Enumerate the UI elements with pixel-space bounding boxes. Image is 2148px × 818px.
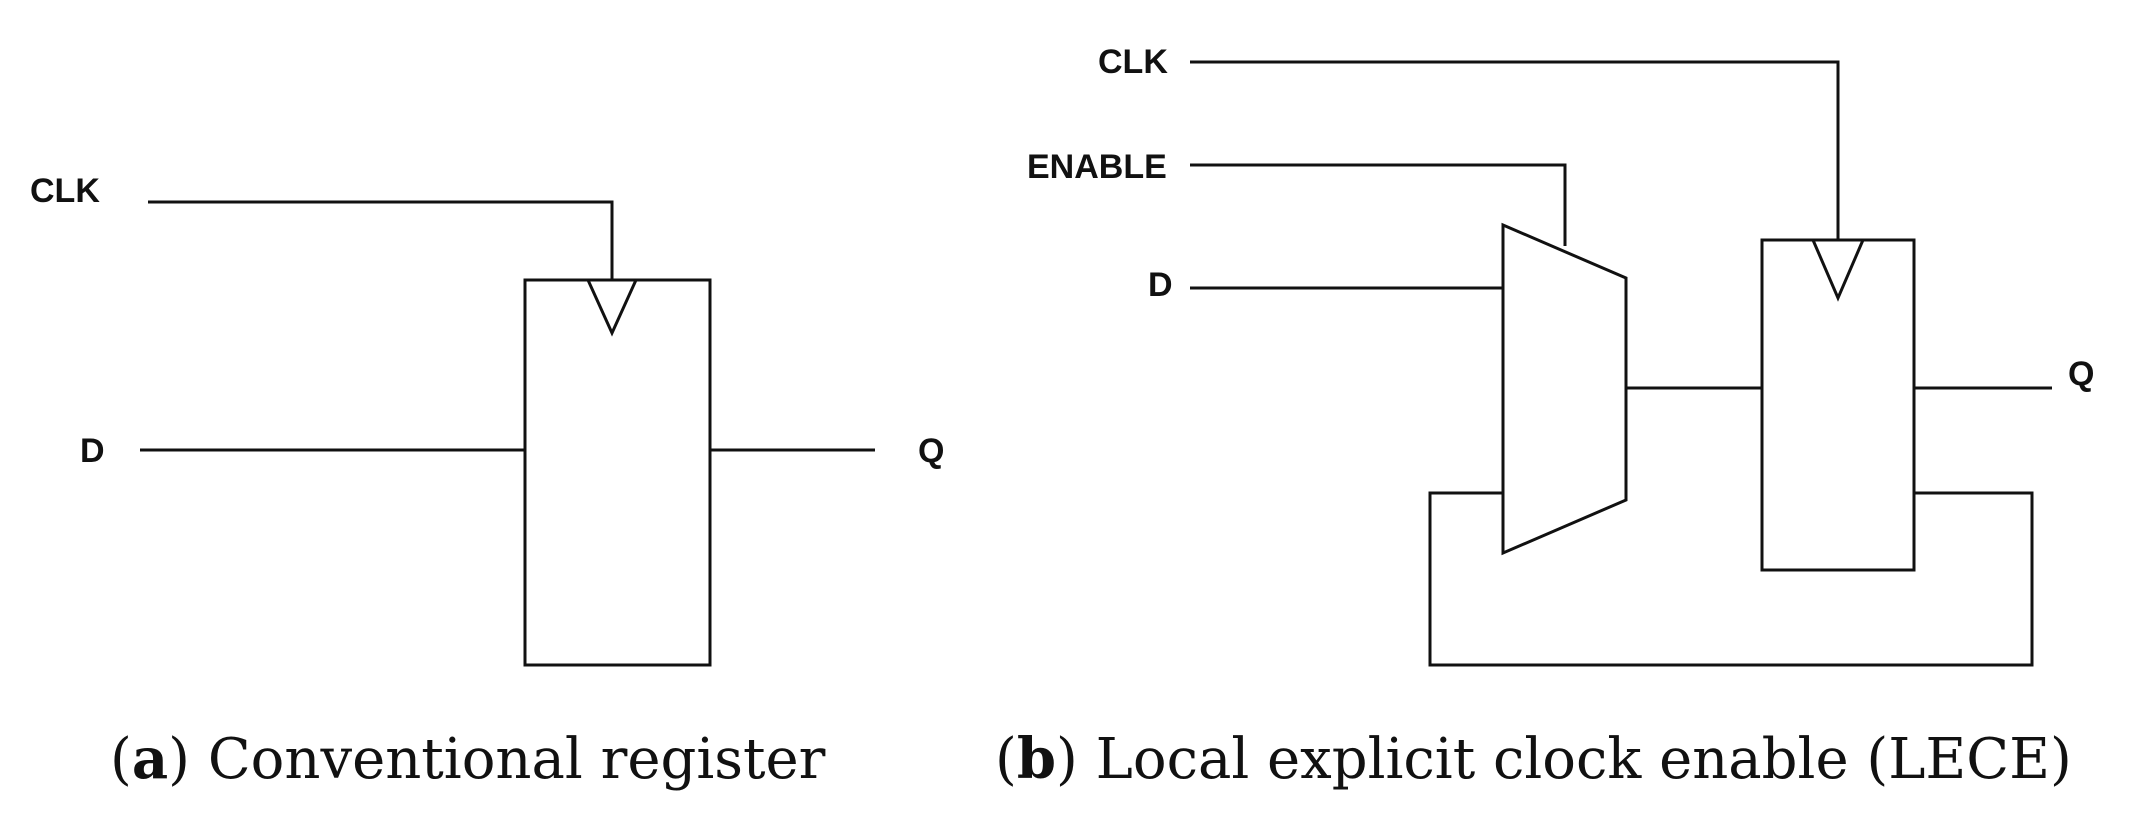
clk-wire-a xyxy=(148,200,614,280)
caption-b: (b) Local explicit clock enable (LECE) xyxy=(995,726,2072,792)
d-label-a: D xyxy=(80,432,105,470)
clk-label-b: CLK xyxy=(1098,43,1168,81)
q-label-a: Q xyxy=(918,432,944,470)
register-a xyxy=(523,278,712,667)
clock-edge-triangle-a xyxy=(586,279,638,337)
feedback-wire xyxy=(1428,491,2034,667)
clk-wire-b xyxy=(1190,60,1840,240)
multiplexer xyxy=(1501,222,1628,556)
caption-a: (a) Conventional register xyxy=(110,726,826,792)
enable-label-b: ENABLE xyxy=(1027,148,1167,186)
clk-label-a: CLK xyxy=(30,172,100,210)
panel-b: CLK ENABLE D Q xyxy=(1027,43,2094,667)
register-b xyxy=(1760,238,1916,572)
enable-wire-b xyxy=(1190,163,1567,246)
d-label-b: D xyxy=(1148,266,1173,304)
panel-a: CLK D Q xyxy=(30,172,944,667)
clock-edge-triangle-b xyxy=(1811,239,1865,302)
q-label-b: Q xyxy=(2068,355,2094,393)
